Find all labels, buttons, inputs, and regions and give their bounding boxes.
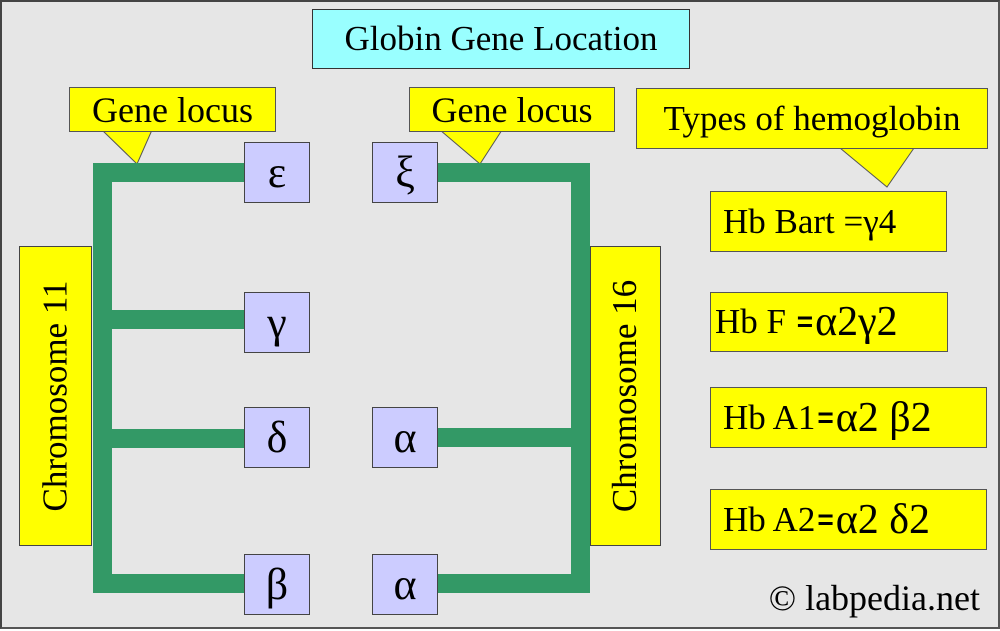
hb-name: Hb Bart [723,201,835,241]
chromosome-16-line [571,163,590,593]
gene-locus-callout-left: Gene locus [69,87,276,132]
chromosome-16-branch-alpha-2 [437,574,590,593]
hb-a1-box: Hb A1=α2 β2 [710,387,987,448]
hb-bart-box: Hb Bart =γ4 [710,191,947,252]
hb-a2-box: Hb A2=α2 δ2 [710,489,987,550]
chromosome-11-branch-epsilon [93,163,245,182]
hb-equals: = [843,201,864,241]
gene-beta: β [244,554,310,615]
types-of-hemoglobin-callout: Types of hemoglobin [636,88,988,149]
gene-xi: ξ [372,142,438,203]
gene-locus-right-pointer [438,129,503,165]
chromosome-16-branch-xi [437,163,590,182]
chromosome-11-line [93,163,112,593]
chromosome-16-branch-alpha-1 [437,428,590,447]
hb-name: Hb A1 [723,397,816,437]
hb-formula: α2 β2 [835,394,932,441]
gene-alpha-2: α [372,554,438,615]
hb-equals: = [817,401,834,433]
chromosome-11-label-text: Chromosome 11 [35,280,75,512]
hb-f-box: Hb F =α2γ2 [710,292,948,352]
copyright-text: © labpedia.net [768,578,980,618]
chromosome-16-label-text: Chromosome 16 [605,279,645,513]
hb-name: Hb A2 [723,499,816,539]
chromosome-11-label: Chromosome 11 [19,246,92,546]
gene-locus-callout-right: Gene locus [409,87,615,132]
hb-equals: = [796,306,814,337]
chromosome-11-branch-delta [93,429,245,448]
types-of-hemoglobin-pointer [838,147,915,188]
chromosome-16-label: Chromosome 16 [590,246,661,546]
chromosome-11-branch-beta [93,574,245,593]
hb-formula: α2γ2 [815,299,898,345]
hb-formula: γ4 [863,201,897,241]
hb-equals: = [817,503,834,535]
gene-alpha-1: α [372,407,438,468]
diagram-title: Globin Gene Location [312,9,690,69]
gene-delta: δ [244,407,310,468]
chromosome-11-branch-gamma [93,310,245,329]
hb-formula: α2 δ2 [835,496,931,543]
gene-gamma: γ [244,292,310,353]
gene-locus-left-pointer [100,129,153,165]
hb-name: Hb F [715,302,786,341]
gene-epsilon: ε [244,142,310,203]
